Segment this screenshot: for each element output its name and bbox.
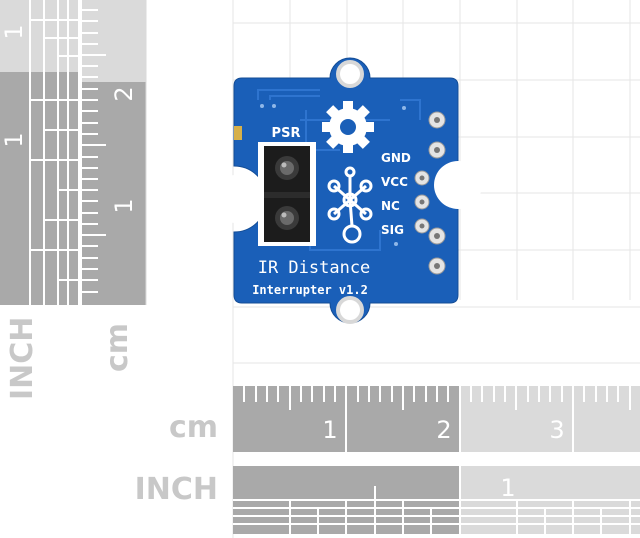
pin-label-gnd: GND [381,151,411,165]
cm-vertical-label: cm [100,323,135,372]
inch-vertical-label: INCH [5,317,40,400]
vertical-cm-number-2: 2 [110,86,138,101]
board-notch-left [212,175,260,223]
horizontal-cm-number-3: 3 [549,416,564,444]
pin-header [414,111,446,275]
board-subtitle: Interrupter v1.2 [252,283,368,297]
horizontal-cm-number-1: 1 [322,416,337,444]
gold-pad [234,126,242,140]
horizontal-cm-number-2: 2 [436,416,451,444]
horizontal-inch-ruler: 1 [233,466,640,534]
horizontal-inch-number-1: 1 [500,474,515,502]
vertical-cm-number-1: 1 [110,198,138,213]
pin-label-nc: NC [381,199,400,213]
mount-hole-top [336,60,364,88]
horizontal-cm-ruler: 1 2 3 [233,386,640,452]
vertical-cm-ruler: 2 1 [82,0,147,305]
vertical-inch-number-bottom: 1 [0,132,28,147]
board-notch-right [434,161,482,209]
sensor-label: PSR [272,126,301,141]
pcb-traces [257,89,421,251]
inch-horizontal-label: INCH [135,472,218,507]
molecule-icon [327,166,373,244]
gear-icon [322,101,374,153]
pin-label-sig: SIG [381,223,404,237]
mount-hole-bottom [336,296,364,324]
cm-horizontal-label: cm [169,410,218,445]
ir-sensor [258,142,316,246]
board-title: IR Distance [258,258,371,278]
vertical-inch-number-top: 1 [0,24,28,39]
pin-label-vcc: VCC [381,175,408,189]
sensor-board: PSR [212,57,482,324]
vertical-inch-ruler: 1 1 [0,0,78,305]
